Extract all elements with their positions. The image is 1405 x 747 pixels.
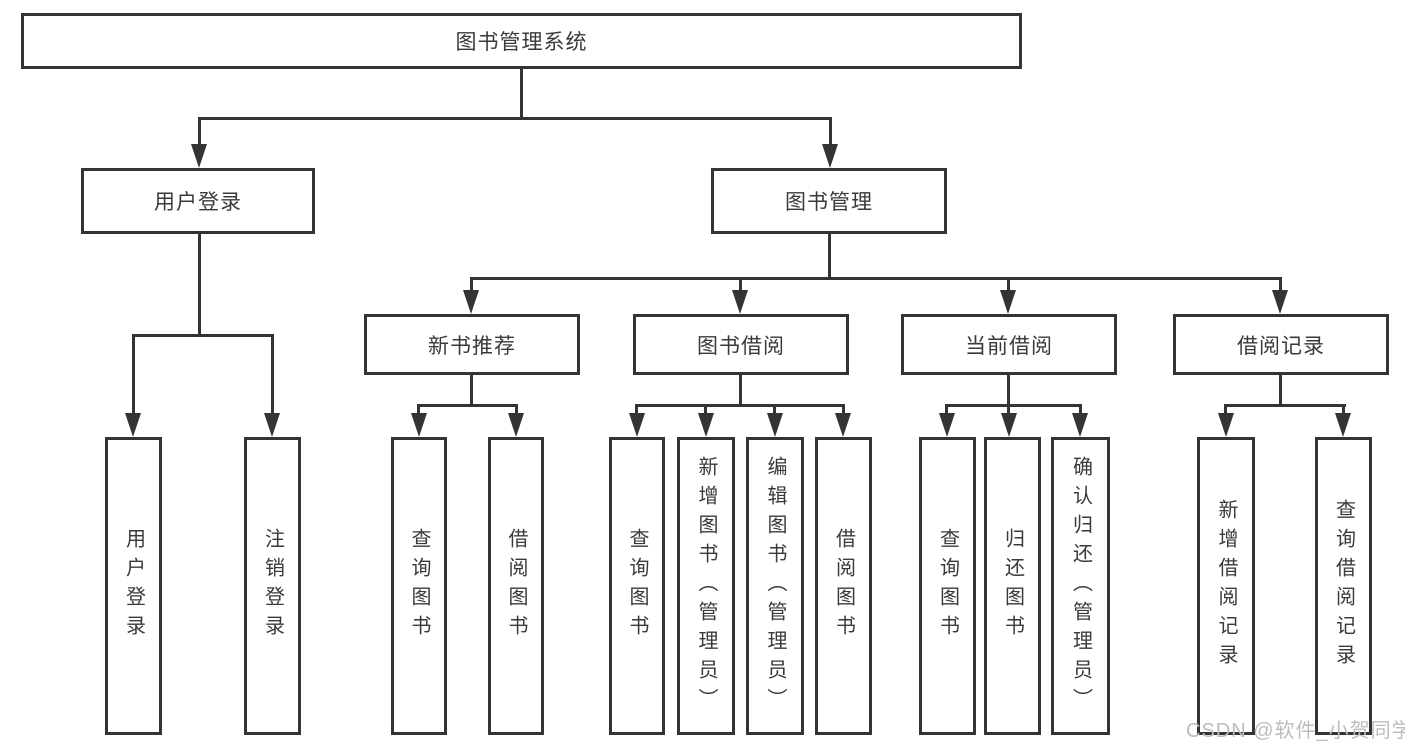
leaf-label: 归还图书 xyxy=(1001,528,1024,644)
csdn-watermark: CSDN @软件_小贺同学 xyxy=(1186,720,1405,742)
arrowhead-down-icon xyxy=(767,413,783,437)
arrowhead-down-icon xyxy=(835,413,851,437)
arrowhead-down-icon xyxy=(732,290,748,314)
leaf-label: 查询图书 xyxy=(408,528,430,644)
arrowhead-down-icon xyxy=(463,290,479,314)
edge-to-new-book-recommendation xyxy=(470,277,473,294)
edge-to-leaf-edit-book xyxy=(773,404,776,416)
arrowhead-down-icon xyxy=(1072,413,1088,437)
leaf-label: 查询借阅记录 xyxy=(1332,499,1355,673)
arrowhead-down-icon xyxy=(1218,413,1234,437)
leaf-borrow-books-recommendation: 借阅图书 xyxy=(488,437,544,735)
leaf-label: 新增图书（管理员） xyxy=(695,455,717,717)
leaf-query-books-borrowing: 查询图书 xyxy=(609,437,665,735)
edge-to-borrowing-records xyxy=(1279,277,1282,294)
edge-to-leaf-query-books-1 xyxy=(417,404,420,416)
arrowhead-down-icon xyxy=(1000,290,1016,314)
arrowhead-down-icon xyxy=(939,413,955,437)
edge-to-leaf-query-books-3 xyxy=(945,404,948,416)
node-new-book-recommendation: 新书推荐 xyxy=(364,314,580,375)
leaf-label: 确认归还（管理员） xyxy=(1069,455,1092,717)
edge-to-leaf-confirm-return xyxy=(1079,404,1082,416)
edge-user-login-stem xyxy=(198,234,201,337)
leaf-return-books: 归还图书 xyxy=(984,437,1041,735)
leaf-query-books-recommendation: 查询图书 xyxy=(391,437,447,735)
edge-root-to-user-login xyxy=(198,117,201,149)
node-label: 新书推荐 xyxy=(428,334,516,358)
arrowhead-down-icon xyxy=(822,144,838,168)
node-label: 借阅记录 xyxy=(1237,334,1325,358)
arrowhead-down-icon xyxy=(191,144,207,168)
arrowhead-down-icon xyxy=(1272,290,1288,314)
edge-root-stem xyxy=(520,69,523,120)
edge-book-borrowing-rail xyxy=(635,404,845,407)
edge-root-rail xyxy=(198,117,832,120)
arrowhead-down-icon xyxy=(629,413,645,437)
edge-current-borrowing-rail xyxy=(945,404,1082,407)
node-library-management-system: 图书管理系统 xyxy=(21,13,1022,69)
leaf-query-borrow-record: 查询借阅记录 xyxy=(1315,437,1372,735)
leaf-label: 编辑图书（管理员） xyxy=(764,455,786,717)
edge-to-leaf-logout xyxy=(271,334,274,416)
node-borrowing-records: 借阅记录 xyxy=(1173,314,1389,375)
leaf-add-borrow-record: 新增借阅记录 xyxy=(1197,437,1255,735)
leaf-label: 用户登录 xyxy=(122,528,145,644)
edge-current-borrowing-stem xyxy=(1007,375,1010,407)
edge-to-book-borrowing xyxy=(739,277,742,294)
edge-user-login-rail xyxy=(132,334,274,337)
leaf-edit-book-admin: 编辑图书（管理员） xyxy=(746,437,804,735)
leaf-logout-login: 注销登录 xyxy=(244,437,301,735)
edge-to-current-borrowing xyxy=(1007,277,1010,294)
arrowhead-down-icon xyxy=(1335,413,1351,437)
leaf-label: 注销登录 xyxy=(261,528,284,644)
leaf-confirm-return-admin: 确认归还（管理员） xyxy=(1051,437,1110,735)
arrowhead-down-icon xyxy=(508,413,524,437)
edge-to-leaf-user-login xyxy=(132,334,135,416)
node-label: 图书借阅 xyxy=(697,334,785,358)
leaf-label: 借阅图书 xyxy=(505,528,527,644)
edge-to-leaf-add-book xyxy=(704,404,707,416)
arrowhead-down-icon xyxy=(264,413,280,437)
edge-to-leaf-query-books-2 xyxy=(635,404,638,416)
arrowhead-down-icon xyxy=(411,413,427,437)
edge-to-leaf-borrow-books-1 xyxy=(515,404,518,416)
edge-to-leaf-return-books xyxy=(1007,404,1010,416)
edge-book-borrowing-stem xyxy=(739,375,742,407)
leaf-borrow-books-borrowing: 借阅图书 xyxy=(815,437,872,735)
edge-book-management-stem xyxy=(828,234,831,280)
edge-new-book-stem xyxy=(470,375,473,407)
node-book-management: 图书管理 xyxy=(711,168,947,234)
edge-to-leaf-add-borrow-record xyxy=(1224,404,1227,416)
edge-book-management-rail xyxy=(470,277,1282,280)
node-label: 当前借阅 xyxy=(965,334,1053,358)
node-label: 用户登录 xyxy=(154,191,242,214)
arrowhead-down-icon xyxy=(1001,413,1017,437)
edge-to-leaf-query-borrow-record xyxy=(1342,404,1345,416)
leaf-label: 借阅图书 xyxy=(832,528,855,644)
leaf-add-book-admin: 新增图书（管理员） xyxy=(677,437,735,735)
leaf-label: 查询图书 xyxy=(936,528,959,644)
edge-new-book-rail xyxy=(417,404,518,407)
edge-borrowing-records-rail xyxy=(1224,404,1346,407)
edge-root-to-book-management xyxy=(829,117,832,149)
edge-borrowing-records-stem xyxy=(1279,375,1282,407)
node-label: 图书管理 xyxy=(785,191,873,214)
arrowhead-down-icon xyxy=(125,413,141,437)
leaf-user-login: 用户登录 xyxy=(105,437,162,735)
node-label: 图书管理系统 xyxy=(455,31,588,54)
node-user-login: 用户登录 xyxy=(81,168,315,234)
node-current-borrowing: 当前借阅 xyxy=(901,314,1117,375)
leaf-label: 查询图书 xyxy=(626,528,648,644)
edge-to-leaf-borrow-books-2 xyxy=(842,404,845,416)
leaf-query-books-current: 查询图书 xyxy=(919,437,976,735)
node-book-borrowing: 图书借阅 xyxy=(633,314,849,375)
arrowhead-down-icon xyxy=(698,413,714,437)
leaf-label: 新增借阅记录 xyxy=(1215,499,1237,673)
